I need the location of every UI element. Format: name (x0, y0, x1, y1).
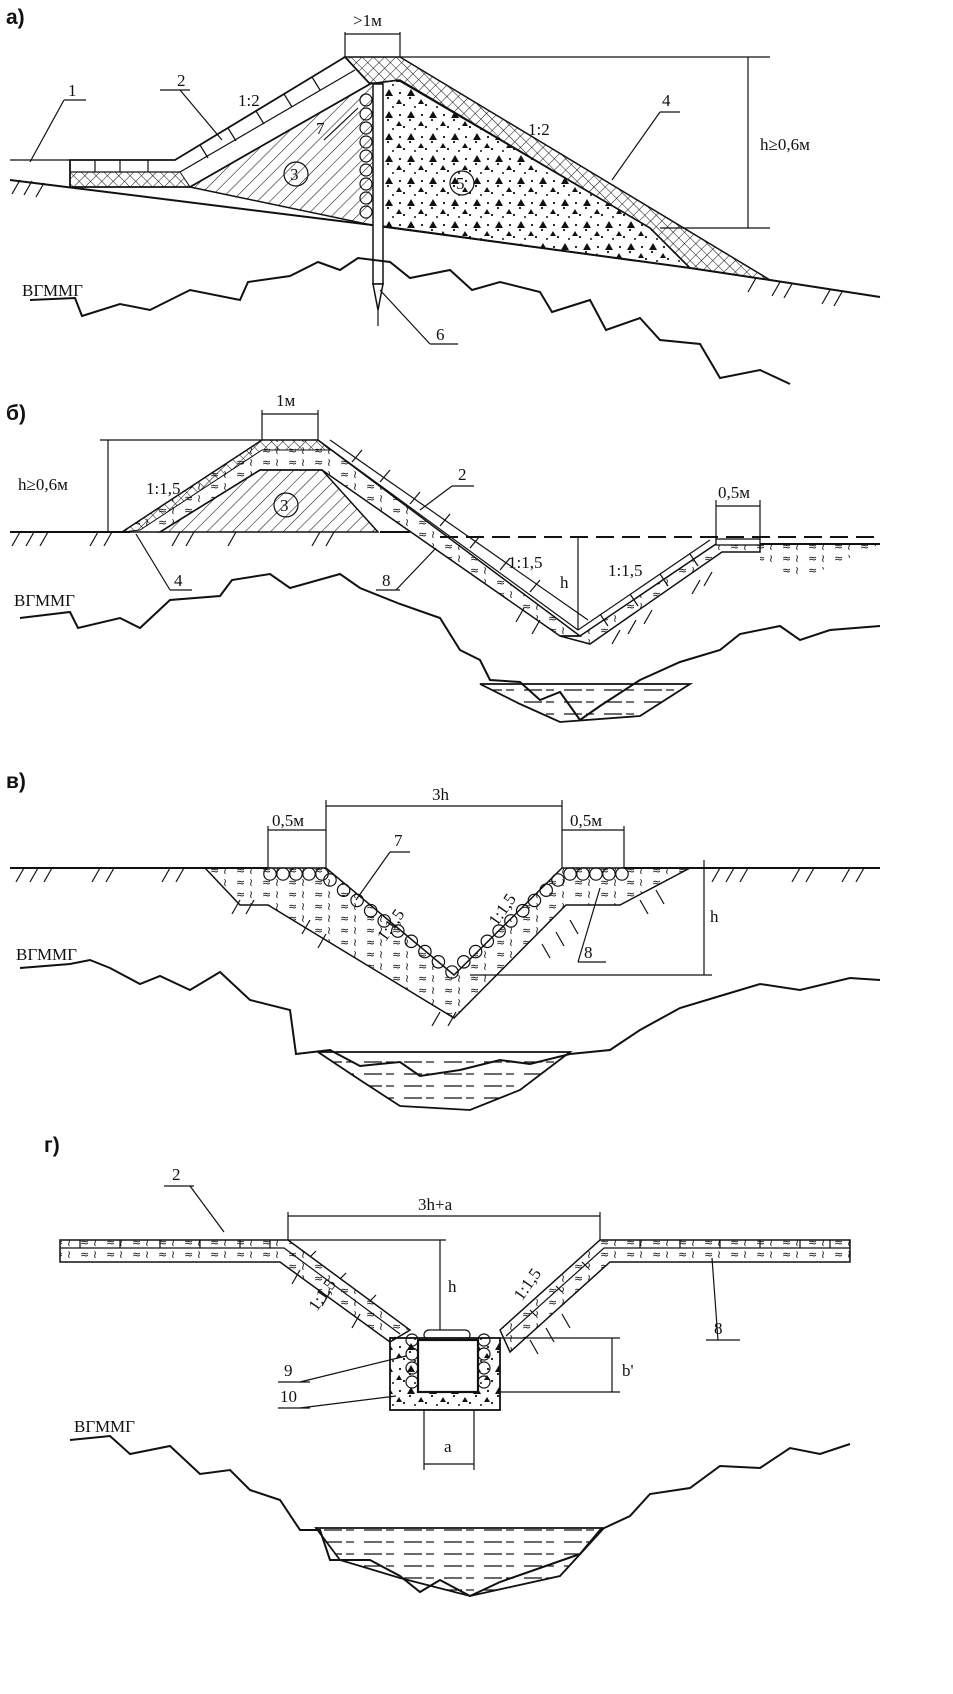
callout-7: 7 (316, 119, 325, 138)
height-b-label: b' (622, 1361, 634, 1380)
lining-stone (289, 867, 303, 881)
panel-d-label: г) (44, 1134, 60, 1157)
lining-stone (336, 883, 351, 897)
permafrost-boundary (19, 572, 881, 722)
permafrost-label: ВГММГ (14, 591, 75, 610)
lining-stone (404, 934, 419, 949)
callout-4: 4 (662, 91, 671, 110)
stone-lining-7 (263, 867, 629, 979)
height-right-label: h (560, 573, 569, 592)
lining-stone (492, 924, 506, 938)
callout-2: 2 (458, 465, 467, 484)
lining-stone (615, 867, 629, 881)
lining-stone (468, 944, 483, 959)
lining-stone (390, 924, 405, 938)
top-width-label: 3h+a (418, 1195, 453, 1214)
ditch-cover (559, 543, 761, 645)
callout-4: 4 (174, 571, 183, 590)
panel-c-label: в) (6, 770, 26, 793)
ground-hatch (11, 179, 843, 307)
slope-right-label: 1:2 (528, 120, 550, 139)
pile-6 (372, 83, 384, 326)
lining-stone (527, 893, 542, 908)
lining-stone (515, 903, 530, 918)
lining-stone (263, 867, 277, 881)
ditch-lining (203, 867, 691, 1019)
slope-slabs (317, 439, 589, 631)
callout-7: 7 (394, 831, 403, 850)
top-width-label: 3h (432, 785, 450, 804)
callout-1: 1 (68, 81, 77, 100)
panel-c: в) ВГММГ 3h 0,5м (6, 770, 881, 1111)
callout-10: 10 (280, 1387, 297, 1406)
panel-b-label: б) (6, 402, 26, 425)
water-body (479, 683, 694, 723)
berm-left-label: 0,5м (272, 811, 304, 830)
drain-stones (405, 1329, 491, 1389)
circle-label-3: 3 (280, 496, 289, 515)
surface-layer-left (59, 1239, 412, 1343)
berm-width-label: 0,5м (718, 483, 750, 502)
height-left-label: h≥0,6м (18, 475, 68, 494)
lining-stone (431, 954, 446, 969)
callout-circle-3 (273, 492, 299, 518)
lining-stone (276, 867, 290, 881)
lining-stone (350, 893, 364, 908)
lining-stone (551, 873, 565, 887)
lining-stone (504, 914, 518, 928)
surface-layer-right (499, 1239, 851, 1354)
crest-width-label: >1м (353, 11, 382, 30)
callout-9: 9 (284, 1361, 293, 1380)
height-label: h (448, 1277, 457, 1296)
lining-stone (323, 873, 337, 887)
lining-stone (445, 965, 459, 979)
lining-stone (363, 903, 378, 918)
callout-8: 8 (714, 1319, 723, 1338)
callout-8: 8 (382, 571, 391, 590)
water-body (315, 1051, 573, 1111)
height-label: h≥0,6м (760, 135, 810, 154)
slope-label-1: 1:1,5 (146, 479, 180, 498)
width-a-label: a (444, 1437, 452, 1456)
lining-stone (539, 883, 553, 897)
permafrost-label: ВГММГ (74, 1417, 135, 1436)
callout-6: 6 (436, 325, 445, 344)
slope-left-label: 1:2 (238, 91, 260, 110)
lining-stone (480, 934, 495, 949)
lining-stone (377, 914, 391, 928)
berm-right-label: 0,5м (570, 811, 602, 830)
panel-d: г) ВГММГ (44, 1134, 851, 1598)
callout-2: 2 (172, 1165, 181, 1184)
lining-stone (456, 954, 471, 969)
height-label: h (710, 907, 719, 926)
callout-8: 8 (584, 943, 593, 962)
slope-label-2: 1:1,5 (508, 553, 542, 572)
permafrost-boundary (29, 256, 791, 385)
water-body (314, 1527, 607, 1597)
lining-stone (418, 944, 432, 959)
circle-label-5: 5 (456, 174, 465, 193)
panel-b: б) (6, 391, 881, 723)
panel-a-label: а) (6, 6, 25, 29)
panel-a: а) (6, 6, 881, 385)
circle-label-3: 3 (290, 165, 299, 184)
callout-circle-5 (449, 170, 475, 196)
permafrost-label: ВГММГ (22, 281, 83, 300)
slope-label-3: 1:1,5 (608, 561, 642, 580)
callout-circle-3 (283, 161, 309, 187)
drain-pipe-9 (416, 1338, 480, 1394)
lining-stone (302, 867, 316, 881)
crest-width-label: 1м (276, 391, 296, 410)
stone-column-7 (359, 93, 373, 219)
callout-2: 2 (177, 71, 186, 90)
permafrost-label: ВГММГ (16, 945, 77, 964)
fill-zone-5 (375, 79, 693, 270)
